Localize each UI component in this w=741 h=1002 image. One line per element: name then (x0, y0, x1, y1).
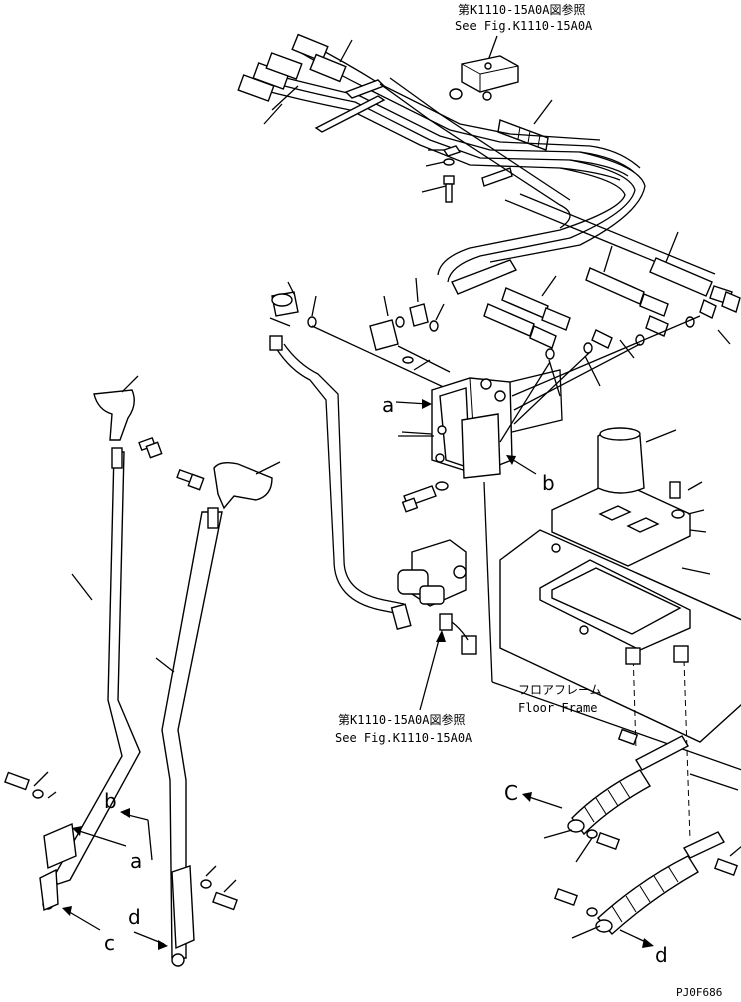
right-hose-fittings (451, 257, 741, 360)
floor-frame-jp: フロアフレーム (518, 683, 602, 697)
top-reference-en: See Fig.K1110-15A0A (455, 19, 593, 33)
lever-knob-right (213, 461, 273, 510)
boot-plate (551, 427, 691, 567)
middle-reference-en: See Fig.K1110-15A0A (335, 731, 473, 745)
knob-bolt-left (138, 436, 163, 459)
label-a-lever: a (130, 849, 142, 873)
plate-bolt (669, 481, 685, 519)
label-a-valve: a (382, 393, 394, 417)
bellows-boot-lower (595, 831, 725, 935)
lever-rod-right (161, 507, 223, 967)
reference-valve-block-top (449, 55, 519, 101)
bellows-boot-upper (567, 735, 689, 836)
knob-bolt-right (176, 468, 205, 491)
drawing-code: PJ0F686 (676, 986, 722, 999)
floor-frame-en: Floor Frame (518, 701, 597, 715)
pilot-control-valve (431, 369, 563, 479)
reference-valve-middle (397, 539, 477, 655)
bolt-center-top (443, 175, 455, 203)
bellows-bolts (553, 728, 739, 917)
middle-reference-jp: 第K1110-15A0A図参照 (338, 712, 465, 727)
lever-bolt-right (200, 879, 238, 911)
pilot-hose-coiled (269, 335, 412, 631)
label-b-lever: b (104, 789, 117, 813)
label-d-bellows: d (655, 943, 668, 967)
label-c-bellows: C (504, 781, 518, 805)
lever-knob-left (93, 389, 135, 441)
top-reference-jp: 第K1110-15A0A図参照 (458, 2, 585, 17)
lever-bolt-left (4, 771, 44, 799)
floor-frame (499, 529, 741, 743)
lever-rod-left (39, 447, 141, 912)
label-d-lever: d (128, 905, 141, 929)
valve-mount-bolt (401, 481, 449, 513)
left-valve-fittings (271, 291, 439, 364)
label-b-valve: b (542, 471, 555, 495)
label-c-lever: c (104, 931, 115, 955)
